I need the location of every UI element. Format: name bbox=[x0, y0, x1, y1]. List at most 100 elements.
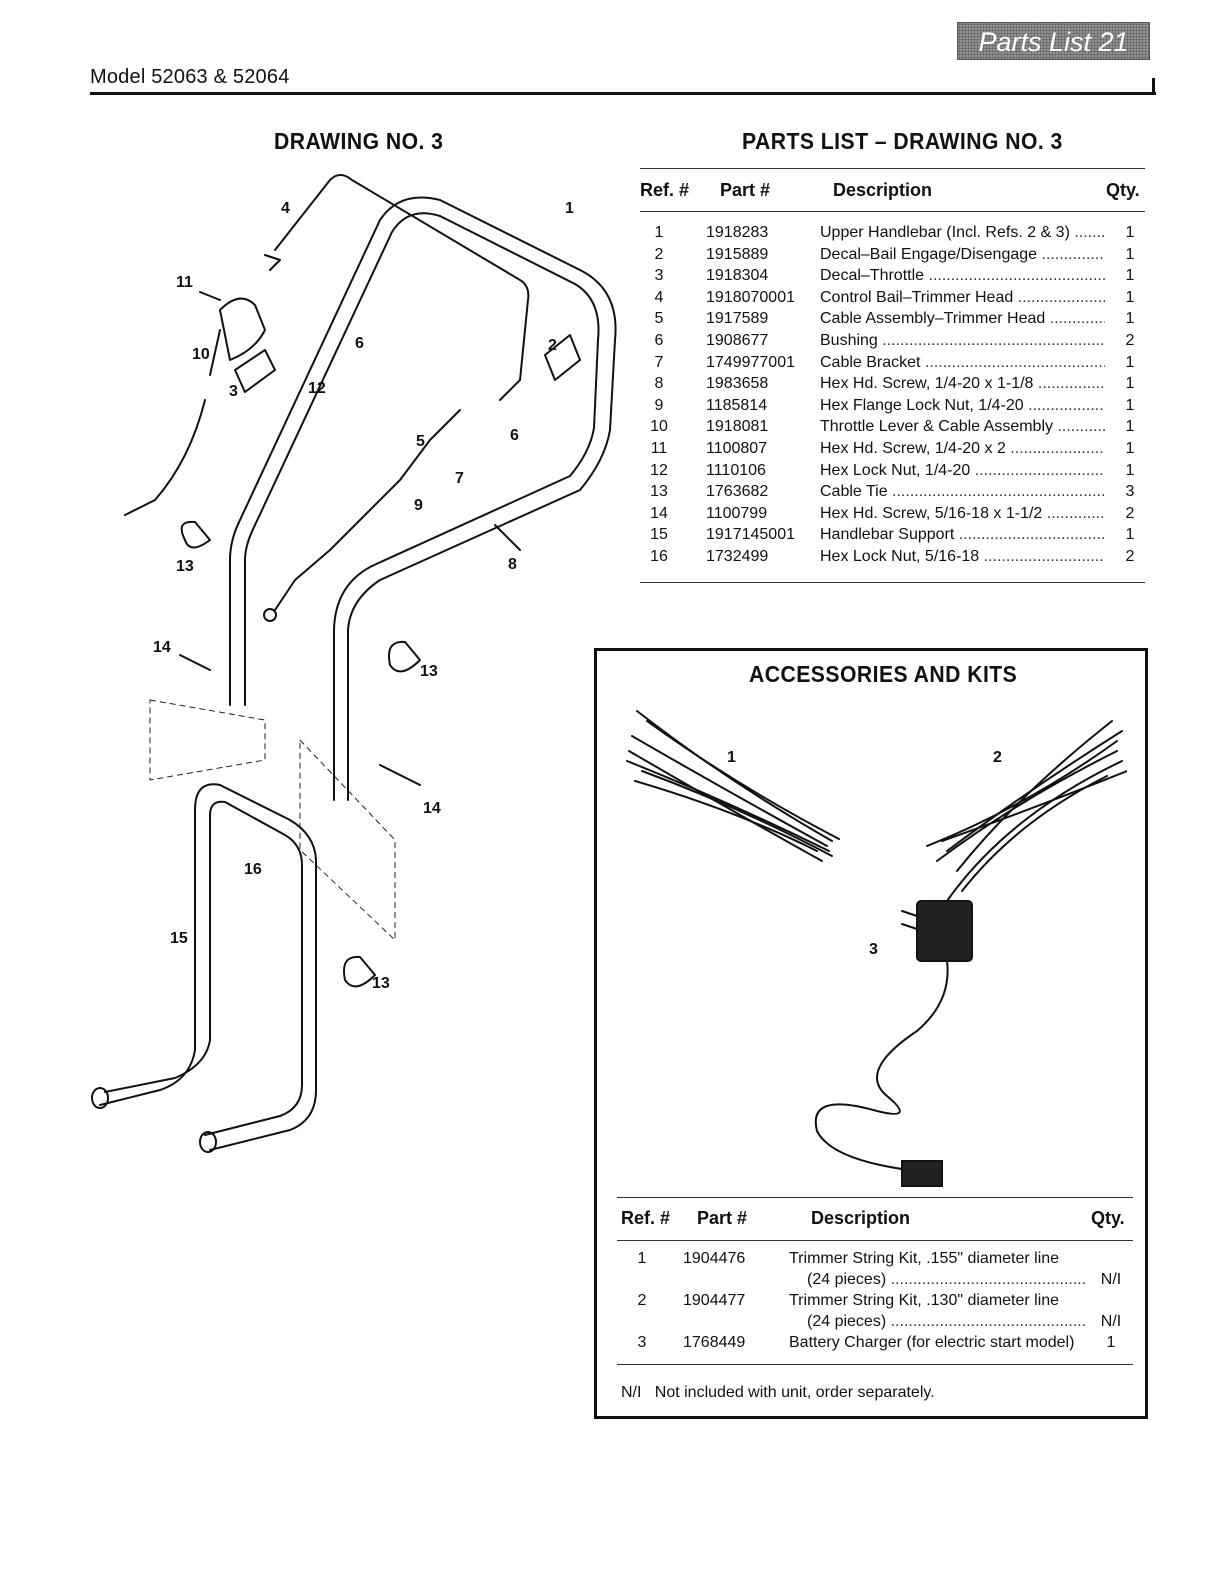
acc-row-description-continued: (24 pieces) bbox=[807, 1313, 1087, 1331]
row-qty: 2 bbox=[1125, 331, 1135, 349]
row-ref: 13 bbox=[650, 483, 668, 501]
row-ref: 8 bbox=[654, 375, 664, 393]
callout-2: 2 bbox=[548, 337, 557, 354]
row-qty: 1 bbox=[1125, 267, 1135, 285]
accessory-row-continued: (24 pieces) N/I bbox=[617, 1270, 1133, 1291]
callout-4: 4 bbox=[281, 200, 290, 217]
acc-row-qty: N/I bbox=[1100, 1313, 1122, 1330]
model-heading: Model 52063 & 52064 bbox=[90, 66, 290, 88]
acc-header-desc: Description bbox=[811, 1208, 911, 1228]
row-part-number: 1983658 bbox=[706, 375, 769, 393]
page-banner: Parts List 21 bbox=[957, 22, 1150, 60]
row-ref: 9 bbox=[654, 396, 664, 414]
cable-assembly bbox=[274, 409, 461, 611]
handlebar-support bbox=[194, 783, 317, 1151]
row-description: Handlebar Support bbox=[820, 526, 1105, 544]
row-ref: 3 bbox=[654, 267, 664, 285]
row-description: Hex Hd. Screw, 5/16-18 x 1-1/2 bbox=[820, 505, 1105, 523]
callout-14a: 14 bbox=[153, 639, 171, 656]
row-ref: 6 bbox=[654, 331, 664, 349]
acc-row-part-number: 1904476 bbox=[683, 1250, 746, 1267]
cable-tie-3 bbox=[343, 955, 376, 988]
acc-header-qty: Qty. bbox=[1091, 1208, 1125, 1228]
acc-row-qty: 1 bbox=[1106, 1334, 1116, 1351]
acc-row-ref: 1 bbox=[637, 1250, 647, 1267]
row-qty: 2 bbox=[1125, 504, 1135, 522]
row-description: Hex Lock Nut, 5/16-18 bbox=[820, 548, 1105, 566]
table-header: Ref. # Part # Description Qty. bbox=[640, 169, 1145, 211]
acc-row-description: Trimmer String Kit, .130" diameter line bbox=[789, 1292, 1060, 1309]
row-qty: 1 bbox=[1125, 224, 1135, 241]
table-rule bbox=[617, 1240, 1133, 1241]
row-ref: 11 bbox=[650, 439, 668, 457]
row-part-number: 1732499 bbox=[706, 547, 769, 565]
decal-throttle bbox=[234, 349, 276, 393]
row-qty: 1 bbox=[1125, 245, 1135, 263]
header-part: Part # bbox=[720, 180, 771, 200]
row-qty: 1 bbox=[1125, 461, 1135, 479]
callout-7: 7 bbox=[455, 470, 464, 487]
table-rule bbox=[640, 211, 1145, 212]
table-rule bbox=[617, 1364, 1133, 1365]
acc-row-part-number: 1768449 bbox=[683, 1334, 746, 1351]
header-qty: Qty. bbox=[1106, 180, 1140, 200]
header-ref: Ref. # bbox=[640, 180, 690, 200]
cable-tie-2 bbox=[388, 640, 421, 673]
accessory-callout-2: 2 bbox=[993, 749, 1002, 766]
accessory-callout-1: 1 bbox=[727, 749, 736, 766]
drawing-title: DRAWING NO. 3 bbox=[274, 128, 444, 154]
row-qty: 3 bbox=[1125, 483, 1135, 501]
row-part-number: 1100799 bbox=[706, 504, 768, 522]
row-ref: 2 bbox=[654, 245, 664, 263]
callout-13c: 13 bbox=[372, 975, 390, 992]
header-rule bbox=[90, 92, 1156, 95]
row-part-number: 1749977001 bbox=[706, 353, 795, 371]
row-ref: 7 bbox=[654, 353, 664, 371]
row-ref: 10 bbox=[650, 418, 668, 436]
control-bail bbox=[274, 174, 530, 401]
row-description: Throttle Lever & Cable Assembly bbox=[820, 418, 1105, 436]
callout-12: 12 bbox=[308, 380, 326, 397]
acc-row-ref: 2 bbox=[637, 1292, 647, 1309]
acc-row-description-continued: (24 pieces) bbox=[807, 1271, 1087, 1289]
row-description: Hex Hd. Screw, 1/4-20 x 1-1/8 bbox=[820, 375, 1105, 393]
callout-10: 10 bbox=[192, 346, 210, 363]
row-part-number: 1915889 bbox=[706, 245, 769, 263]
row-description: Decal–Throttle bbox=[820, 267, 1105, 285]
table-rule bbox=[617, 1197, 1133, 1198]
row-part-number: 1100807 bbox=[706, 439, 768, 457]
row-part-number: 1110106 bbox=[706, 461, 766, 479]
parts-list-title: PARTS LIST – DRAWING NO. 3 bbox=[742, 128, 1063, 154]
accessories-table-header: Ref. # Part # Description Qty. bbox=[617, 1198, 1133, 1240]
row-qty: 1 bbox=[1125, 353, 1135, 371]
cable-tie-1 bbox=[180, 520, 211, 549]
callout-16: 16 bbox=[244, 861, 262, 878]
callout-13a: 13 bbox=[176, 558, 194, 575]
row-qty: 1 bbox=[1125, 439, 1135, 457]
row-part-number: 1908677 bbox=[706, 331, 769, 349]
row-ref: 14 bbox=[650, 504, 668, 522]
accessory-row-continued: (24 pieces) N/I bbox=[617, 1312, 1133, 1333]
row-part-number: 1918081 bbox=[706, 418, 769, 436]
row-description: Bushing bbox=[820, 332, 1105, 350]
table-row: 10 1918081 Throttle Lever & Cable Assembly… bbox=[640, 416, 1145, 438]
accessory-callout-3: 3 bbox=[869, 941, 878, 958]
acc-row-qty: N/I bbox=[1100, 1271, 1122, 1288]
callout-9: 9 bbox=[414, 497, 423, 514]
throttle-lever bbox=[219, 297, 266, 361]
decal-bail bbox=[544, 334, 581, 381]
accessories-illustration bbox=[626, 710, 1127, 1187]
